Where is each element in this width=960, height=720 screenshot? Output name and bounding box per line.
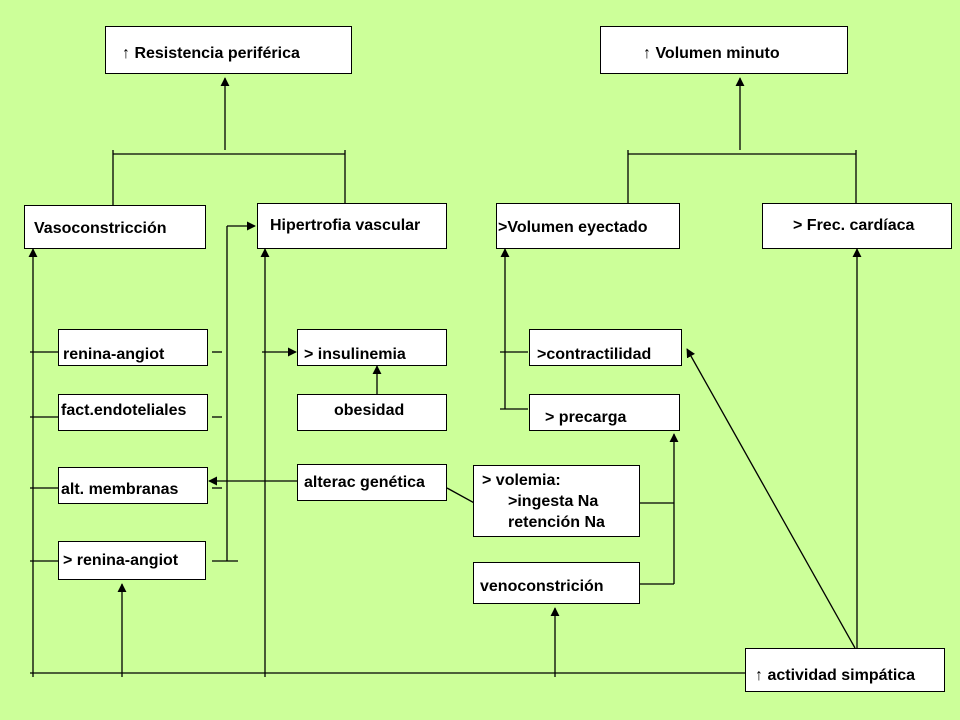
volumen-minuto-label: ↑ Volumen minuto xyxy=(643,45,780,62)
alt-membranas-label: alt. membranas xyxy=(61,481,179,498)
fact-endoteliales-label: fact.endoteliales xyxy=(61,402,187,419)
actividad-simpatica-label: ↑ actividad simpática xyxy=(755,667,916,684)
contractilidad-box: >contractilidad xyxy=(529,329,682,366)
precarga-box: > precarga xyxy=(529,394,680,431)
insulinemia-label: > insulinemia xyxy=(304,346,406,363)
vasoconstriccion-label: Vasoconstricción xyxy=(34,220,167,237)
actividad-simpatica-box: ↑ actividad simpática xyxy=(745,648,945,692)
vasoconstriccion-box: Vasoconstricción xyxy=(24,205,206,249)
renina-angiot-box: renina-angiot xyxy=(58,329,208,366)
retencion-na-label: retención Na xyxy=(508,514,605,531)
obesidad-label: obesidad xyxy=(334,402,405,419)
frec-cardiaca-label: > Frec. cardíaca xyxy=(793,217,915,234)
volemia-label: > volemia: xyxy=(482,472,561,489)
alterac-genetica-label: alterac genética xyxy=(304,474,425,491)
ingesta-na-label: >ingesta Na xyxy=(508,493,599,510)
precarga-label: > precarga xyxy=(545,409,627,426)
venoconstricion-label: venoconstrición xyxy=(480,578,604,595)
volumen-minuto-box: ↑ Volumen minuto xyxy=(600,26,848,74)
volemia-box: > volemia: >ingesta Na retención Na xyxy=(473,465,640,537)
contractilidad-label: >contractilidad xyxy=(537,346,652,363)
resistencia-periferica-label: ↑ Resistencia periférica xyxy=(122,45,300,62)
alterac-genetica-box: alterac genética xyxy=(297,464,447,501)
volumen-eyectado-box: >Volumen eyectado xyxy=(496,203,680,249)
resistencia-periferica-box: ↑ Resistencia periférica xyxy=(105,26,352,74)
alt-membranas-box: alt. membranas xyxy=(58,467,208,504)
renina-angiot-label: renina-angiot xyxy=(63,346,165,363)
mas-renina-angiot-box: > renina-angiot xyxy=(58,541,206,580)
fact-endoteliales-box: fact.endoteliales xyxy=(58,394,208,431)
hipertrofia-box: Hipertrofia vascular xyxy=(257,203,447,249)
hipertrofia-label: Hipertrofia vascular xyxy=(270,217,421,234)
frec-cardiaca-box: > Frec. cardíaca xyxy=(762,203,952,249)
simpatica-to-contractilidad xyxy=(686,348,856,649)
volumen-eyectado-label: >Volumen eyectado xyxy=(498,219,648,236)
mas-renina-angiot-label: > renina-angiot xyxy=(63,552,179,569)
venoconstricion-box: venoconstrición xyxy=(473,562,640,604)
obesidad-box: obesidad xyxy=(297,394,447,431)
insulinemia-box: > insulinemia xyxy=(297,329,447,366)
